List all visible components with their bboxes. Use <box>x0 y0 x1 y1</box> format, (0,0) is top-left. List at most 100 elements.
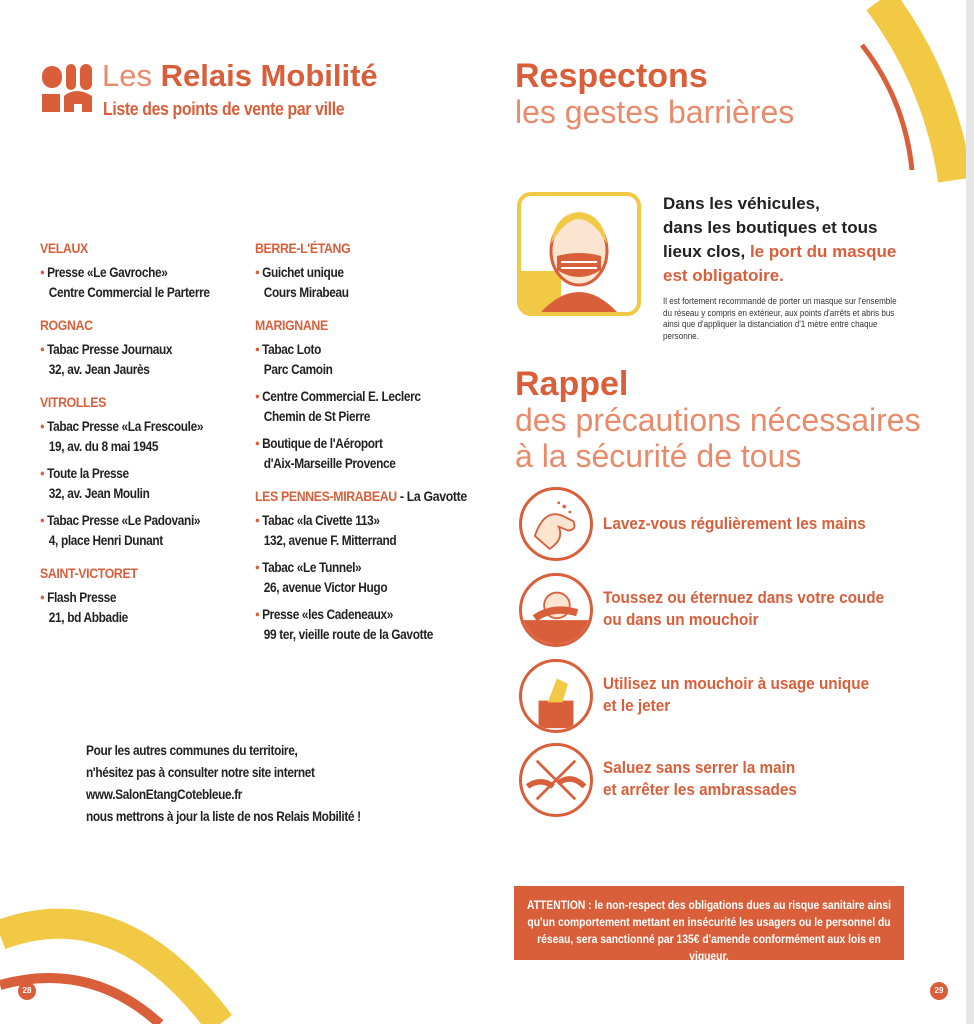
mask-line: dans les boutiques et tous <box>663 218 878 237</box>
vendor-name: Boutique de l'Aéroport <box>255 433 467 454</box>
vendor-address: 26, avenue Victor Hugo <box>263 580 388 595</box>
city-group: VITROLLES Tabac Presse «La Frescoule» 19, … <box>40 394 233 551</box>
heading-bold: Respectons <box>515 57 708 95</box>
city-name: BERRE-L'ÉTANG <box>255 240 351 256</box>
vendor-address: 21, bd Abbadie <box>48 610 128 625</box>
heading-rappel: Rappel des précautions nécessaires à la … <box>515 366 921 474</box>
heading-gestes: Respectons les gestes barrières <box>515 58 794 130</box>
mask-note: Il est fortement recommandé de porter un… <box>663 296 897 342</box>
mask-text: Dans les véhicules, dans les boutiques e… <box>663 192 896 288</box>
vendor-address: Parc Camoin <box>263 362 333 377</box>
mask-note-line: du réseau y compris en extérieur, aux po… <box>663 307 895 319</box>
vendor-name: Toute la Presse <box>40 463 210 484</box>
logo-icon <box>40 62 96 119</box>
column-1: VELAUX Presse «Le Gavroche» Centre Commerc… <box>40 240 233 642</box>
list-item: Tabac «la Civette 113» 132, avenue F. Mit… <box>255 510 467 551</box>
warning-box: ATTENTION : le non-respect des obligatio… <box>514 886 904 963</box>
list-item: Flash Presse 21, bd Abbadie <box>40 587 210 628</box>
subtitle: Liste des points de vente par ville <box>103 99 345 119</box>
list-item: Tabac Presse «Le Padovani» 4, place Henri… <box>40 510 210 551</box>
heading-bold: Rappel <box>515 365 629 403</box>
warning-label: ATTENTION : <box>527 898 595 912</box>
mask-note-line: personne. <box>663 330 699 342</box>
heading-light: des précautions nécessaires <box>515 402 921 438</box>
vendor-address: 4, place Henri Dunant <box>48 533 163 548</box>
list-item: Tabac Presse «La Frescoule» 19, av. du 8 … <box>40 416 210 457</box>
vendor-name: Guichet unique <box>255 262 467 283</box>
vendor-name: Centre Commercial E. Leclerc <box>255 386 467 407</box>
warning-text: le non-respect des obligations dues au r… <box>527 898 891 963</box>
hand-wash-icon <box>519 487 593 561</box>
vendor-name: Tabac Presse Journaux <box>40 339 210 360</box>
vendor-address: Cours Mirabeau <box>263 285 349 300</box>
list-item: Presse «Le Gavroche» Centre Commercial le… <box>40 262 210 303</box>
vendor-address: Chemin de St Pierre <box>263 409 371 424</box>
vendor-address: 32, av. Jean Moulin <box>48 486 150 501</box>
city-name: VELAUX <box>40 240 88 256</box>
city-group: ROGNAC Tabac Presse Journaux 32, av. Jean … <box>40 317 233 380</box>
title-bold: Relais Mobilité <box>160 58 378 93</box>
vendor-name: Tabac Presse «La Frescoule» <box>40 416 210 437</box>
list-item: Tabac «Le Tunnel» 26, avenue Victor Hugo <box>255 557 467 598</box>
city-name: VITROLLES <box>40 394 106 410</box>
city-group: SAINT-VICTORET Flash Presse 21, bd Abbadie <box>40 565 233 628</box>
no-handshake-icon <box>519 743 593 817</box>
mask-icon <box>517 192 641 316</box>
vendor-name: Presse «Le Gavroche» <box>40 262 210 283</box>
vendor-name: Tabac Presse «Le Padovani» <box>40 510 210 531</box>
vendor-address: 132, avenue F. Mitterrand <box>263 533 397 548</box>
mask-line: lieux clos, <box>663 242 750 261</box>
city-name: MARIGNANE <box>255 317 328 333</box>
heading-light: à la sécurité de tous <box>515 438 802 474</box>
mask-highlight: est obligatoire. <box>663 266 784 285</box>
list-item: Toute la Presse 32, av. Jean Moulin <box>40 463 210 504</box>
city-group: VELAUX Presse «Le Gavroche» Centre Commerc… <box>40 240 233 303</box>
list-item: Tabac Presse Journaux 32, av. Jean Jaurès <box>40 339 210 380</box>
tip-item: Lavez-vous régulièrement les mains <box>519 487 866 561</box>
page-title: Les Relais Mobilité <box>102 58 378 94</box>
heading-light: les gestes barrières <box>515 94 795 130</box>
vendor-address: 32, av. Jean Jaurès <box>48 362 150 377</box>
vendor-address: 19, av. du 8 mai 1945 <box>48 439 159 454</box>
tip-text: Lavez-vous régulièrement les mains <box>603 514 866 533</box>
note-line: Pour les autres communes du territoire, <box>86 743 298 758</box>
vendor-address: d'Aix-Marseille Provence <box>263 456 396 471</box>
vendor-name: Flash Presse <box>40 587 210 608</box>
mask-line: Dans les véhicules, <box>663 194 820 213</box>
page-number: 29 <box>930 982 948 1000</box>
note-line: n'hésitez pas à consulter notre site int… <box>86 765 315 780</box>
tissue-icon <box>519 659 593 733</box>
city-name: SAINT-VICTORET <box>40 565 138 581</box>
mask-note-line: ainsi que d'appliquer la distanciation d… <box>663 319 878 330</box>
note: Pour les autres communes du territoire, … <box>86 740 361 828</box>
vendor-name: Tabac «Le Tunnel» <box>255 557 467 578</box>
vendor-address: 99 ter, vieille route de la Gavotte <box>263 627 434 642</box>
vendor-address: Centre Commercial le Parterre <box>48 285 210 300</box>
vendor-name: Tabac Loto <box>255 339 467 360</box>
title-light: Les <box>102 58 161 93</box>
vendor-name: Presse «les Cadeneaux» <box>255 604 467 625</box>
city-name: LES PENNES-MIRABEAU - La Gavotte <box>255 488 467 504</box>
list-item: Presse «les Cadeneaux» 99 ter, vieille ro… <box>255 604 467 645</box>
note-line: nous mettrons à jour la liste de nos Rel… <box>86 809 361 824</box>
page-number: 28 <box>18 982 36 1000</box>
vendor-name: Tabac «la Civette 113» <box>255 510 467 531</box>
city-group: LES PENNES-MIRABEAU - La GavotteTabac «l… <box>255 488 496 645</box>
website-link[interactable]: www.SalonEtangCotebleue.fr <box>86 787 243 802</box>
list-item: Boutique de l'Aéroport d'Aix-Marseille Pr… <box>255 433 467 474</box>
city-name: ROGNAC <box>40 317 93 333</box>
mask-highlight: le port du masque <box>749 242 897 261</box>
